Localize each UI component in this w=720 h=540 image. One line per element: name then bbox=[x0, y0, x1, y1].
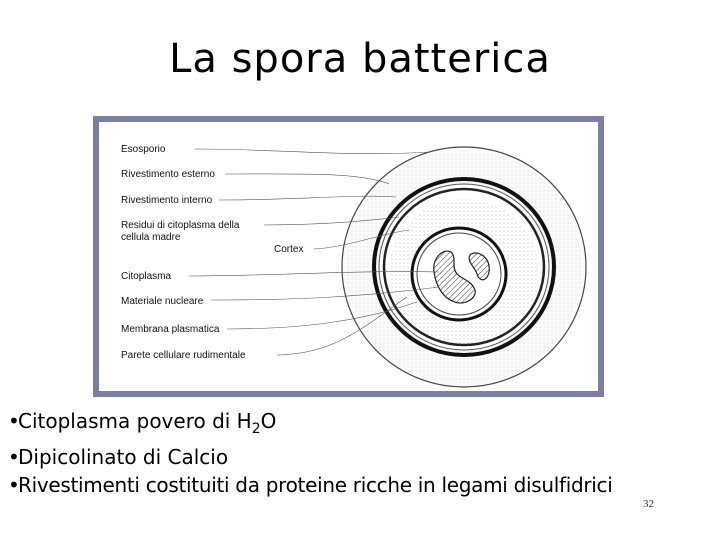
label-line: Membrana plasmatica bbox=[121, 324, 220, 335]
page-number: 32 bbox=[643, 498, 654, 510]
label-line: Citoplasma bbox=[121, 271, 171, 282]
bullet-item-rivestimenti: •Rivestimenti costituiti da proteine ric… bbox=[8, 471, 720, 499]
label-line: Materiale nucleare bbox=[121, 296, 204, 307]
label-cortex: Cortex bbox=[274, 244, 303, 255]
label-line: Parete cellulare rudimentale bbox=[121, 350, 246, 361]
label-materiale-nucleare: Materiale nucleare bbox=[121, 296, 204, 307]
label-parete-cellulare: Parete cellulare rudimentale bbox=[121, 350, 246, 361]
bullet-item-dipicolinato: •Dipicolinato di Calcio bbox=[8, 443, 720, 471]
label-membrana-plasmatica: Membrana plasmatica bbox=[121, 324, 220, 335]
outer-coat bbox=[372, 177, 556, 357]
label-line: Residui di citoplasma della bbox=[121, 220, 240, 231]
slide-title: La spora batterica bbox=[169, 36, 551, 82]
nuclear-material bbox=[433, 250, 476, 304]
bullet-text-rivestimenti: Rivestimenti costituiti da proteine ricc… bbox=[18, 473, 613, 497]
label-rivestimento-interno: Rivestimento interno bbox=[121, 195, 213, 206]
label-line: Cortex bbox=[274, 244, 303, 255]
label-line: Rivestimento interno bbox=[121, 195, 213, 206]
subscript-2: 2 bbox=[251, 421, 261, 437]
label-line: Rivestimento esterno bbox=[121, 169, 215, 180]
nuclear-material-2 bbox=[468, 252, 490, 281]
bullet-item-citoplasma: •Citoplasma povero di H2O bbox=[8, 407, 720, 443]
bullet-text-citoplasma: Citoplasma povero di H bbox=[18, 409, 252, 433]
label-rivestimento-esterno: Rivestimento esterno bbox=[121, 169, 215, 180]
label-line: Esosporio bbox=[121, 144, 166, 155]
bullet-marker: • bbox=[8, 473, 20, 497]
leader-lines bbox=[188, 148, 440, 356]
label-line: cellula madre bbox=[121, 232, 181, 243]
bullet-text-dipicolinato: Dipicolinato di Calcio bbox=[18, 445, 229, 469]
bullet-marker: • bbox=[8, 445, 20, 469]
bullet-marker: • bbox=[8, 409, 20, 433]
label-esosporio: Esosporio bbox=[121, 144, 166, 155]
bullet-text-oxygen: O bbox=[260, 409, 277, 433]
bullet-list: •Citoplasma povero di H2O •Dipicolinato … bbox=[8, 407, 720, 499]
label-citoplasma: Citoplasma bbox=[121, 271, 171, 282]
